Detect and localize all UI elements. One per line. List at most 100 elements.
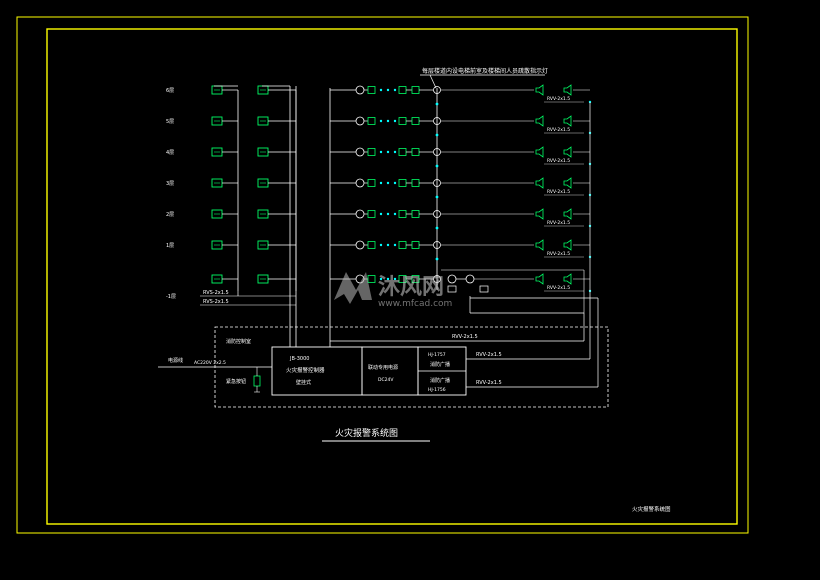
detector-icon <box>433 148 441 156</box>
continuation-dot <box>393 243 397 247</box>
smoke-detector-icon <box>355 147 365 157</box>
floor-label: 2层 <box>166 212 174 218</box>
floor-label: 1层 <box>166 243 174 249</box>
broadcast-b: 消防广播 <box>430 377 450 384</box>
smoke-detector-icon <box>355 116 365 126</box>
emergency-button-icon <box>253 375 261 387</box>
speaker-icon <box>563 273 572 285</box>
speaker-icon <box>535 115 544 127</box>
floor-label: 6层 <box>166 88 174 94</box>
smoke-detector-icon <box>355 85 365 95</box>
linkage-power-box <box>361 346 419 396</box>
smoke-detector-icon <box>355 209 365 219</box>
continuation-dot <box>386 212 390 216</box>
detector-icon <box>447 274 457 284</box>
continuation-dot <box>379 88 383 92</box>
power-line-label: 电源线 <box>168 357 183 364</box>
continuation-dot <box>379 277 383 281</box>
speaker-icon <box>563 146 572 158</box>
inner-frame <box>46 28 738 525</box>
speaker-icon <box>563 177 572 189</box>
module-icon <box>411 117 420 125</box>
continuation-dot <box>386 150 390 154</box>
module-icon <box>398 148 407 156</box>
cable-label-floor-b: RVS-2x1.5 <box>203 299 229 305</box>
speaker-cable-label: RVV-2x1.5 <box>547 96 570 102</box>
bus-label-mid: RVV-2x1.5 <box>476 352 502 358</box>
continuation-dot <box>393 88 397 92</box>
speaker-cable-label: RVV-2x1.5 <box>547 285 570 291</box>
module-icon <box>398 241 407 249</box>
module-icon <box>398 86 407 94</box>
module-icon <box>367 210 376 218</box>
module-icon <box>367 275 376 283</box>
speaker-icon <box>535 146 544 158</box>
module-icon <box>479 285 489 293</box>
module-icon <box>411 148 420 156</box>
outer-frame <box>16 16 749 534</box>
speaker-icon <box>563 84 572 96</box>
emergency-button-label: 紧急按钮 <box>226 378 246 385</box>
speaker-icon <box>535 273 544 285</box>
detector-icon <box>433 275 441 283</box>
speaker-cable-label: RVV-2x1.5 <box>547 220 570 226</box>
continuation-dot <box>393 277 397 281</box>
speaker-column: RVV-2x1.5RVV-2x1.5RVV-2x1.5RVV-2x1.5RVV-… <box>535 84 592 293</box>
speaker-icon <box>535 208 544 220</box>
speaker-icon <box>563 239 572 251</box>
module-icon <box>411 241 420 249</box>
module-icon <box>447 285 457 293</box>
controller-code: JB-3000 <box>289 356 309 362</box>
broadcast-code-a: HJ-1757 <box>428 352 446 358</box>
broadcast-code-b: HJ-1756 <box>428 387 446 393</box>
detector-icon <box>433 210 441 218</box>
cable-label-floor-a: RVS-2x1.5 <box>203 290 229 296</box>
continuation-dot <box>393 212 397 216</box>
watermark-logo-icon <box>334 272 372 304</box>
watermark: 沐风网 www.mfcad.com <box>334 272 452 309</box>
detector-rows <box>329 85 585 347</box>
watermark-url: www.mfcad.com <box>378 299 452 309</box>
speaker-cable-label: RVV-2x1.5 <box>547 158 570 164</box>
speaker-icon <box>535 239 544 251</box>
module-icon <box>398 179 407 187</box>
control-room-label: 消防控制室 <box>226 338 251 345</box>
continuation-dot <box>379 119 383 123</box>
speaker-cable-label: RVV-2x1.5 <box>547 189 570 195</box>
speaker-icon <box>535 84 544 96</box>
smoke-detector-icon <box>355 240 365 250</box>
power-unit-sub: DC24V <box>378 377 394 383</box>
module-icon <box>367 117 376 125</box>
continuation-dot <box>393 119 397 123</box>
module-icon <box>367 148 376 156</box>
junction-dot <box>435 102 439 106</box>
junction-dot <box>435 226 439 230</box>
bus-label-bottom: RVV-2x1.5 <box>476 380 502 386</box>
speaker-icon <box>563 115 572 127</box>
continuation-dot <box>386 88 390 92</box>
junction-dot <box>435 257 439 261</box>
floor-label: -1层 <box>166 294 176 300</box>
continuation-dot <box>393 181 397 185</box>
corner-note: 火灾报警系统图 <box>632 505 671 513</box>
floor-label: 4层 <box>166 150 174 156</box>
continuation-dot <box>386 181 390 185</box>
module-icon <box>411 86 420 94</box>
detector-icon <box>465 274 475 284</box>
floor-label: 3层 <box>166 181 174 187</box>
continuation-dot <box>379 212 383 216</box>
module-icon <box>367 179 376 187</box>
controller-name: 火灾报警控制器 <box>286 366 325 374</box>
top-note: 每层楼道内设电梯前室及楼梯间人员疏散指示灯 <box>422 67 548 75</box>
detector-icon <box>433 179 441 187</box>
continuation-dot <box>379 181 383 185</box>
continuation-dot <box>393 150 397 154</box>
speaker-icon <box>563 208 572 220</box>
module-icon <box>411 210 420 218</box>
detector-icon <box>433 86 441 94</box>
watermark-brand: 沐风网 <box>378 275 444 300</box>
junction-dot <box>435 133 439 137</box>
diagram-title: 火灾报警系统图 <box>335 427 398 439</box>
